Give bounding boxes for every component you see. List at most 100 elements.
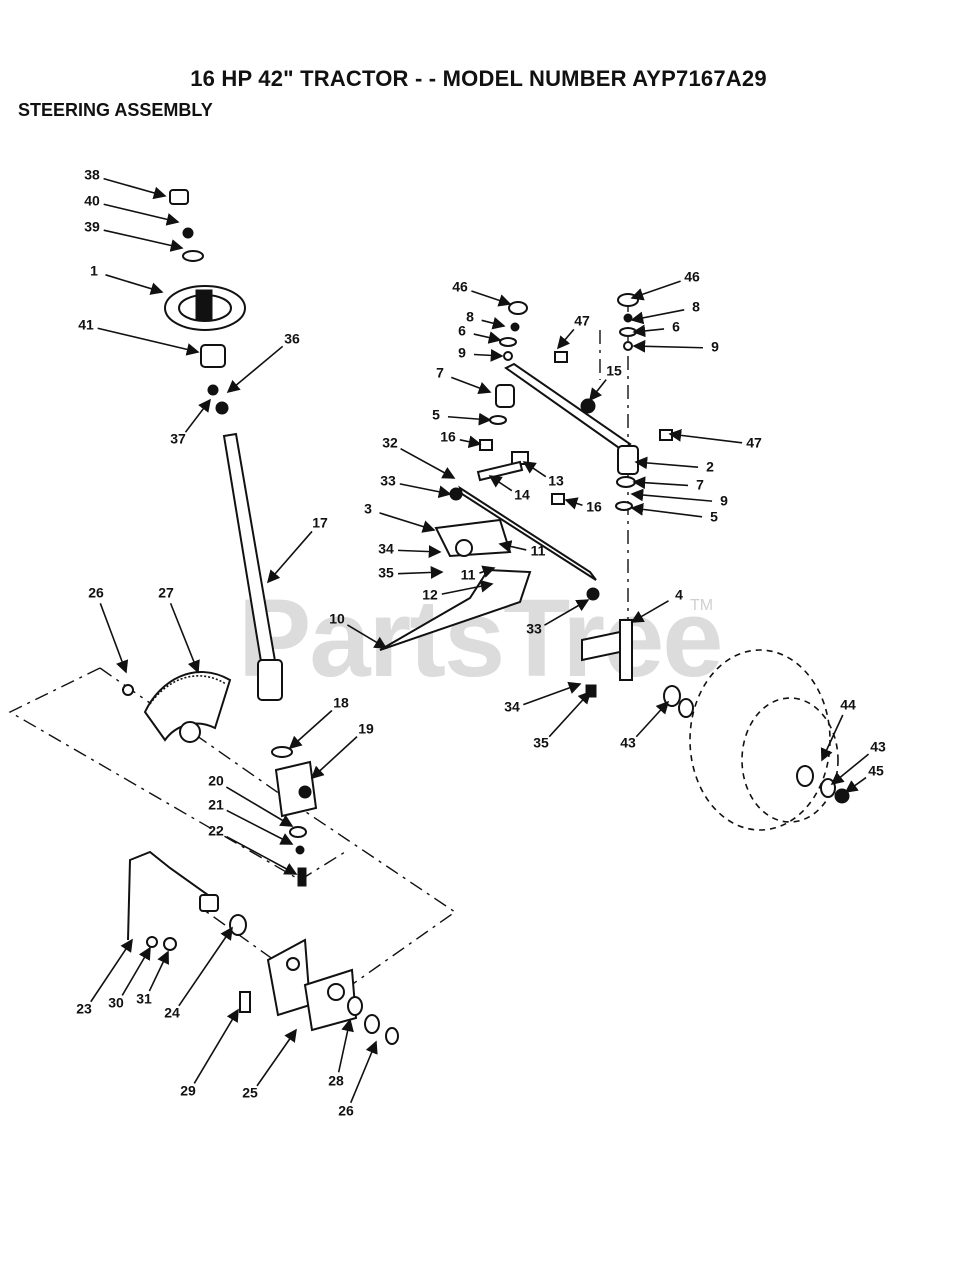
callout-label-16: 16 xyxy=(440,429,456,445)
callout-leader-47 xyxy=(556,328,575,350)
callout-leader-40 xyxy=(103,203,180,226)
callout-leader-5 xyxy=(630,503,703,518)
callout-leader-24 xyxy=(178,926,233,1007)
callout-label-40: 40 xyxy=(84,193,100,209)
callout-leader-7 xyxy=(451,376,492,395)
front-axle-linkage xyxy=(379,293,694,718)
callout-leader-8 xyxy=(481,317,506,330)
callout-leader-10 xyxy=(347,624,388,649)
callout-label-33: 33 xyxy=(380,473,396,489)
callout-leader-3 xyxy=(379,512,436,533)
callout-label-8: 8 xyxy=(692,299,700,315)
callout-label-33: 33 xyxy=(526,621,542,637)
callout-leader-16 xyxy=(564,497,583,510)
callout-leader-18 xyxy=(288,709,333,750)
callout-leader-32 xyxy=(400,447,456,479)
callout-label-7: 7 xyxy=(696,477,704,493)
callout-leader-33 xyxy=(544,599,590,626)
callout-leader-29 xyxy=(193,1008,239,1084)
callout-label-5: 5 xyxy=(710,509,718,525)
watermark-trademark: TM xyxy=(690,597,714,614)
callout-label-1: 1 xyxy=(90,263,98,279)
callout-leader-38 xyxy=(103,177,167,200)
callout-leader-6 xyxy=(632,324,665,338)
front-wheel xyxy=(689,649,850,831)
callout-label-5: 5 xyxy=(432,407,440,423)
callout-label-20: 20 xyxy=(208,773,224,789)
callout-label-17: 17 xyxy=(312,515,328,531)
callout-label-15: 15 xyxy=(606,363,622,379)
callout-leaders xyxy=(90,177,870,1104)
callout-leader-6 xyxy=(473,331,502,344)
callout-leader-20 xyxy=(225,786,294,827)
callout-leader-33 xyxy=(399,483,452,499)
callout-leader-19 xyxy=(310,736,358,780)
callout-leader-12 xyxy=(441,579,494,595)
callout-label-7: 7 xyxy=(436,365,444,381)
callout-label-16: 16 xyxy=(586,499,602,515)
callout-label-27: 27 xyxy=(158,585,174,601)
callout-label-14: 14 xyxy=(514,487,530,503)
callout-label-43: 43 xyxy=(870,739,886,755)
callout-label-32: 32 xyxy=(382,435,398,451)
callout-label-35: 35 xyxy=(378,565,394,581)
callout-label-12: 12 xyxy=(422,587,438,603)
callout-leader-36 xyxy=(226,345,284,394)
callout-label-28: 28 xyxy=(328,1073,344,1089)
callout-label-2: 2 xyxy=(706,459,714,475)
callout-leader-21 xyxy=(226,809,294,845)
callout-label-31: 31 xyxy=(136,991,152,1007)
callout-label-30: 30 xyxy=(108,995,124,1011)
callout-label-9: 9 xyxy=(720,493,728,509)
callout-leader-8 xyxy=(630,309,685,325)
callout-leader-16 xyxy=(459,435,482,449)
callout-leader-9 xyxy=(632,339,704,353)
callout-label-36: 36 xyxy=(284,331,300,347)
callout-leader-30 xyxy=(121,946,151,996)
callout-label-26: 26 xyxy=(88,585,104,601)
callout-leader-9 xyxy=(473,349,504,362)
section-subtitle: STEERING ASSEMBLY xyxy=(18,100,213,120)
callout-label-18: 18 xyxy=(333,695,349,711)
callout-leader-4 xyxy=(630,600,669,623)
callout-leader-25 xyxy=(256,1028,297,1087)
callout-leader-23 xyxy=(90,938,133,1003)
callout-label-13: 13 xyxy=(548,473,564,489)
callout-leader-35 xyxy=(397,566,444,579)
callout-label-26: 26 xyxy=(338,1103,354,1119)
callout-leader-27 xyxy=(169,602,200,674)
callout-leader-31 xyxy=(148,950,169,992)
callout-leader-11 xyxy=(479,565,496,578)
callout-label-46: 46 xyxy=(684,269,700,285)
page-title: 16 HP 42" TRACTOR - - MODEL NUMBER AYP71… xyxy=(190,66,767,91)
callout-label-24: 24 xyxy=(164,1005,180,1021)
callout-leader-13 xyxy=(522,461,547,478)
callout-label-37: 37 xyxy=(170,431,186,447)
callout-leader-46 xyxy=(471,290,512,307)
callout-label-9: 9 xyxy=(711,339,719,355)
callout-leader-22 xyxy=(226,835,298,875)
callout-label-41: 41 xyxy=(78,317,94,333)
callout-leader-7 xyxy=(632,476,689,490)
callout-label-6: 6 xyxy=(458,323,466,339)
callout-leader-26 xyxy=(349,1040,378,1104)
callout-label-4: 4 xyxy=(675,587,683,603)
steering-column xyxy=(164,189,318,887)
callout-label-35: 35 xyxy=(533,735,549,751)
callout-label-38: 38 xyxy=(84,167,100,183)
callout-label-9: 9 xyxy=(458,345,466,361)
callout-label-46: 46 xyxy=(452,279,468,295)
callout-label-11: 11 xyxy=(531,543,546,559)
callout-leader-5 xyxy=(447,412,492,426)
callout-label-25: 25 xyxy=(242,1085,258,1101)
callout-label-6: 6 xyxy=(672,319,680,335)
callout-leader-34 xyxy=(397,545,442,558)
callout-label-34: 34 xyxy=(378,541,394,557)
callout-leader-15 xyxy=(589,379,607,402)
callout-leader-17 xyxy=(266,530,313,584)
pitman-arm-bracket xyxy=(127,850,399,1045)
callout-leader-41 xyxy=(97,327,200,356)
callout-label-47: 47 xyxy=(746,435,762,451)
